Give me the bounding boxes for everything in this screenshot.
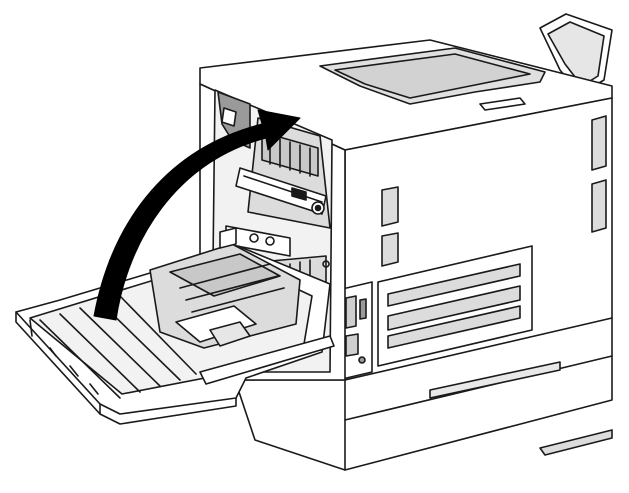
interface-port-panel: [337, 281, 373, 381]
vent-upper: [591, 115, 607, 171]
close-direction-arrow: [93, 109, 301, 321]
printer-foot: [539, 429, 613, 456]
rear-door-open: [15, 227, 335, 425]
output-flap: [539, 13, 613, 95]
vent-lower: [591, 179, 607, 233]
